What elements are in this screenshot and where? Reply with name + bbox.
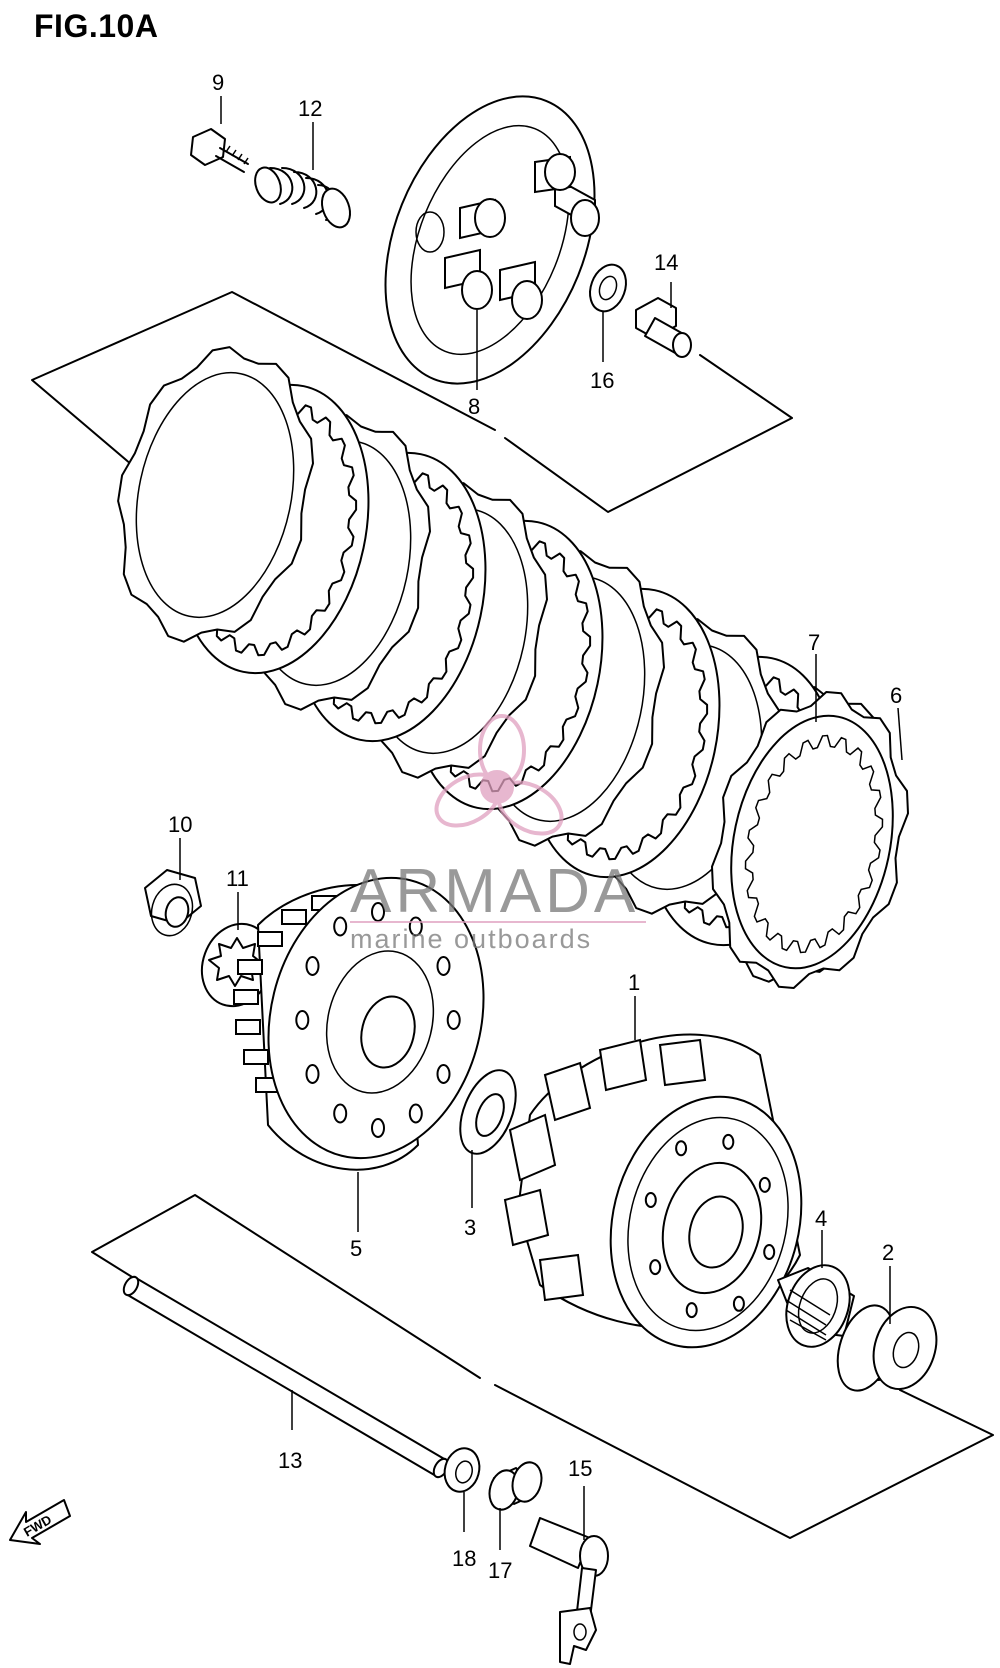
upper-assembly-outline [31,291,793,513]
label-part-7: 7 [808,630,820,655]
label-part-16: 16 [590,368,614,393]
needle-bearing [777,1264,855,1348]
label-part-1: 1 [628,970,640,995]
watermark-brand: ARMADA [350,857,639,926]
label-part-10: 10 [168,812,192,837]
label-part-17: 17 [488,1558,512,1583]
part-labels: 9 12 14 16 8 7 6 10 11 1 5 3 4 2 13 15 1… [168,70,902,1583]
label-part-15: 15 [568,1456,592,1481]
clutch-housing [503,1033,803,1349]
label-part-2: 2 [882,1240,894,1265]
clutch-nut [144,869,202,937]
hub-hole [408,1103,423,1124]
propeller-logo-icon [434,714,564,836]
housing-hole [758,1176,771,1193]
bolt [190,128,249,173]
release-shaft-bearing [488,1461,543,1511]
housing-hole [675,1140,688,1157]
hub-hole [371,1118,385,1138]
housing-hole [722,1133,735,1150]
hub-hole [333,916,348,937]
oil-seal [443,1447,481,1493]
hub-hole [295,1010,310,1030]
label-part-11: 11 [226,866,249,891]
label-part-5: 5 [350,1236,362,1261]
housing-hole [644,1192,657,1208]
label-part-9: 9 [212,70,224,95]
armada-watermark: ARMADA marine outboards [350,714,646,954]
hub-hole [436,1064,451,1084]
hub-hole [305,1064,320,1084]
clutch-sleeve-hub [233,876,485,1171]
leader-lines [179,96,903,1550]
clutch-plate-stack [117,346,909,989]
housing-hole [649,1259,662,1276]
release-camshaft [529,1517,609,1665]
fwd-direction-arrow: FWD [9,1499,71,1545]
spacer-sleeve [836,1304,938,1392]
hub-hole [446,1010,461,1030]
housing-hole [685,1302,698,1319]
housing-hole [732,1295,745,1312]
clutch-plate [117,346,314,643]
lock-washer [589,263,627,313]
figure-title: FIG.10A [34,8,159,44]
hub-hole [436,956,451,976]
label-part-3: 3 [464,1215,476,1240]
watermark-tagline: marine outboards [350,924,592,954]
friction-plate-outer [711,691,909,989]
thrust-washer [459,1069,517,1155]
label-part-4: 4 [815,1206,827,1231]
hub-hole [305,956,320,976]
label-part-18: 18 [452,1546,476,1571]
release-bolt [635,297,692,358]
housing-hole [763,1244,776,1260]
pressure-plate [384,95,600,385]
label-part-13: 13 [278,1448,302,1473]
clutch-spring [254,166,352,229]
label-part-14: 14 [654,250,678,275]
label-part-6: 6 [890,683,902,708]
label-part-12: 12 [298,96,322,121]
label-part-8: 8 [468,394,480,419]
hub-hole [333,1103,348,1124]
